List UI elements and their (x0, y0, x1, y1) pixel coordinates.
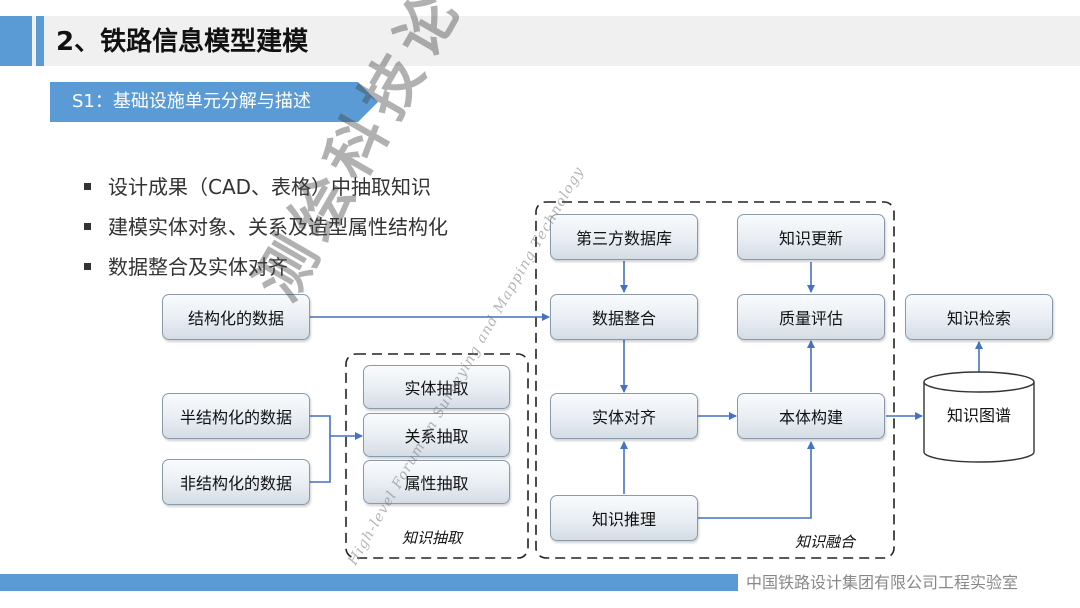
step-label: S1：基础设施单元分解与描述 (72, 91, 311, 112)
bullet-text: 建模实体对象、关系及造型属性结构化 (108, 215, 448, 239)
bullet-list: 设计成果（CAD、表格）中抽取知识 建模实体对象、关系及造型属性结构化 数据整合… (82, 170, 448, 290)
bullet-item: 建模实体对象、关系及造型属性结构化 (82, 210, 448, 250)
bullet-marker-icon (84, 183, 91, 190)
page-title: 2、铁路信息模型建模 (56, 27, 309, 57)
bullet-marker-icon (84, 263, 91, 270)
footer-org: 中国铁路设计集团有限公司工程实验室 (738, 570, 1080, 596)
bullet-marker-icon (84, 223, 91, 230)
header-accent-block (0, 16, 32, 66)
node-third-party-database: 第三方数据库 (550, 214, 698, 260)
node-semi-structured-data: 半结构化的数据 (162, 393, 310, 439)
bracket-unstructured-inputs (310, 415, 331, 483)
arrow-reasoning-to-ontology (698, 441, 815, 519)
node-knowledge-update: 知识更新 (737, 214, 885, 260)
extraction-group-label: 知识抽取 (402, 529, 463, 547)
step-banner-shape (50, 82, 378, 122)
node-knowledge-graph: 知识图谱 (946, 406, 1011, 425)
node-knowledge-retrieval: 知识检索 (905, 294, 1053, 340)
node-knowledge-reasoning: 知识推理 (550, 495, 698, 541)
node-unstructured-data: 非结构化的数据 (162, 459, 310, 505)
bullet-item: 数据整合及实体对齐 (82, 250, 448, 290)
node-data-integration: 数据整合 (550, 294, 698, 340)
step-banner: S1：基础设施单元分解与描述 (50, 82, 378, 122)
bullet-text: 设计成果（CAD、表格）中抽取知识 (108, 175, 432, 199)
bullet-item: 设计成果（CAD、表格）中抽取知识 (82, 170, 448, 210)
header-bar (0, 16, 1080, 66)
fusion-group-label: 知识融合 (795, 533, 856, 551)
node-quality-assessment: 质量评估 (737, 294, 885, 340)
node-ontology-construction: 本体构建 (737, 393, 885, 439)
node-entity-alignment: 实体对齐 (550, 393, 698, 439)
node-attribute-extraction: 属性抽取 (363, 460, 510, 504)
header-accent-stripe (36, 16, 44, 66)
node-relation-extraction: 关系抽取 (363, 413, 510, 457)
node-entity-extraction: 实体抽取 (363, 365, 510, 409)
node-structured-data: 结构化的数据 (162, 294, 310, 340)
bullet-text: 数据整合及实体对齐 (108, 255, 288, 279)
